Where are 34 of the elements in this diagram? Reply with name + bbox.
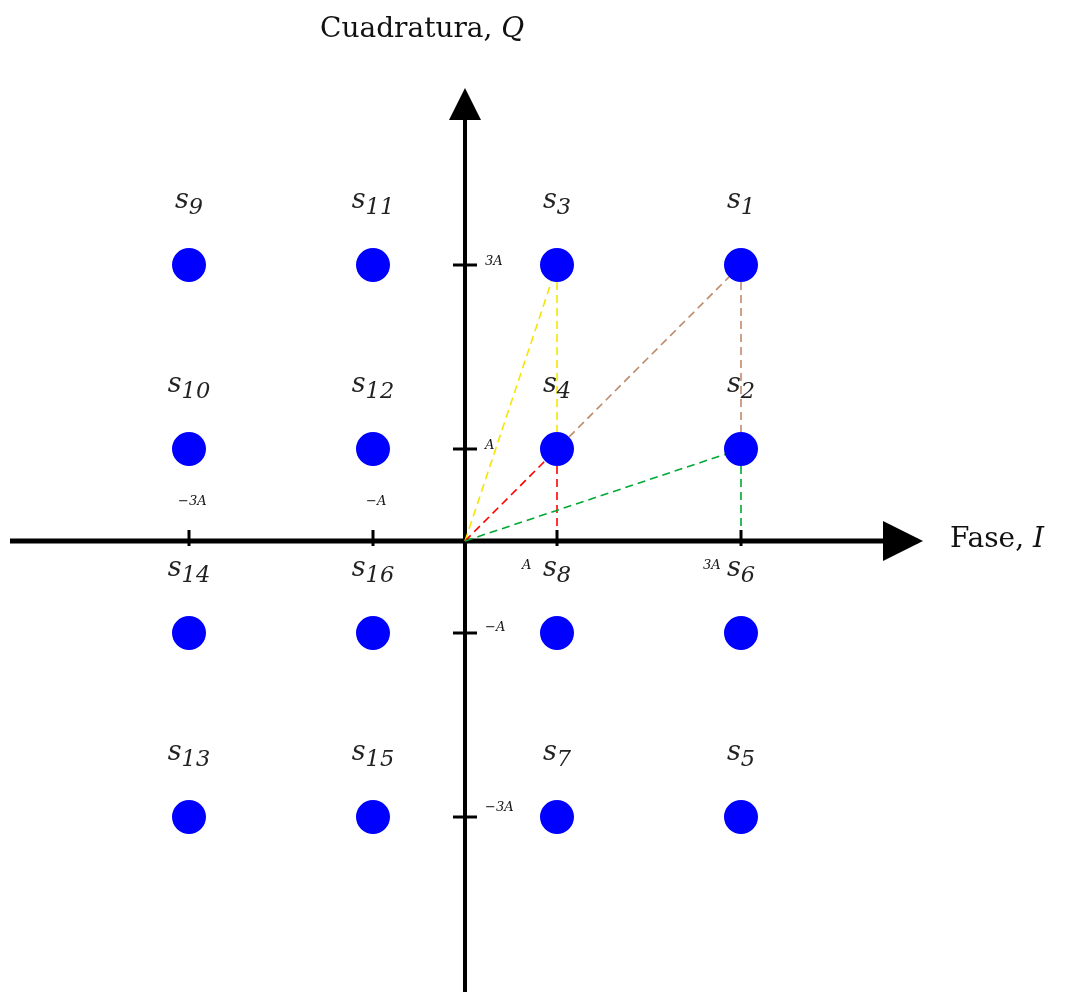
dashed-line [556,465,558,528]
point-label: s$_{6}$ [726,553,756,586]
point-label: s$_{8}$ [542,553,572,586]
axis-title: Fase, I [950,524,1045,552]
axis-title: Cuadratura, Q [320,14,525,42]
dashed-line [464,460,546,542]
tick-label: A [485,438,495,451]
tick-label: A [522,558,532,571]
point-label: s$_{11}$ [351,185,395,218]
dashed-line [740,465,742,528]
point-label: s$_{1}$ [726,185,756,218]
point-label: s$_{4}$ [542,369,572,402]
point-label: s$_{13}$ [167,737,211,770]
point-label: s$_{15}$ [351,737,395,770]
point-label: s$_{14}$ [167,553,211,586]
point-label: s$_{10}$ [167,369,211,402]
tick-label: −3A [178,494,207,507]
point-label: s$_{3}$ [542,185,572,218]
point-label: s$_{9}$ [174,185,204,218]
dashed-line [568,276,730,438]
tick-label: −A [485,620,506,633]
point-label: s$_{12}$ [351,369,395,402]
dashed-line [464,453,726,542]
tick-label: −3A [485,800,514,813]
point-label: s$_{5}$ [726,737,756,770]
dashed-line [556,281,558,433]
tick-label: 3A [485,254,503,267]
tick-label: −A [366,494,387,507]
dashed-line [464,280,553,542]
dashed-line [740,281,742,433]
tick-label: 3A [703,558,721,571]
point-label: s$_{7}$ [542,737,572,770]
point-label: s$_{2}$ [726,369,756,402]
point-label: s$_{16}$ [351,553,395,586]
